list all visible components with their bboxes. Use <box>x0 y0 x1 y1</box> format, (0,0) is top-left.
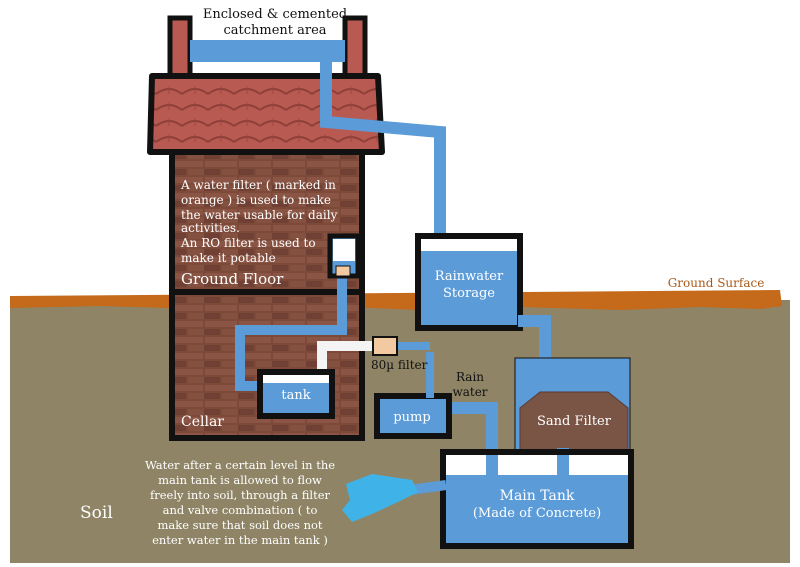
rain-water-label-line-1: Rain <box>456 370 484 384</box>
filter-note-line-1: A water filter ( marked in <box>180 178 336 192</box>
overflow-note-line-2: main tank is allowed to flow <box>158 473 322 487</box>
pipe-cellar-to-ground-floor <box>235 274 347 391</box>
main-tank-label-line-2: (Made of Concrete) <box>473 506 601 521</box>
pump-label: pump <box>393 410 430 425</box>
ground-floor-tank-air-gap <box>333 239 355 261</box>
soil-label: Soil <box>80 503 113 523</box>
filter-note-line-4: activities. <box>181 221 240 235</box>
overflow-note-line-4: and valve combination ( to <box>163 503 318 517</box>
soil-edge-right <box>790 300 800 563</box>
filter-note-line-3: the water usable for daily <box>181 208 338 222</box>
storage-air-gap <box>421 239 517 251</box>
rainwater-storage-label-line-2: Storage <box>443 286 495 301</box>
filter-note-line-5: An RO filter is used to <box>180 236 316 250</box>
overflow-note-line-1: Water after a certain level in the <box>145 458 335 472</box>
filter-note-line-2: orange ) is used to make <box>181 193 331 207</box>
pump-box <box>374 393 452 439</box>
overflow-note: Water after a certain level in the main … <box>145 458 335 547</box>
cellar-tank-air-gap <box>263 375 329 383</box>
rainwater-storage-label-line-1: Rainwater <box>435 269 504 284</box>
sand-filter-label: Sand Filter <box>537 414 612 429</box>
catchment-label-line-1: Enclosed & cemented <box>203 7 347 22</box>
main-tank-label-line-1: Main Tank <box>500 488 575 504</box>
soil-edge-left <box>0 300 10 563</box>
overflow-note-line-6: enter water in the main tank ) <box>152 533 328 547</box>
filter-note-line-6: make it potable <box>181 251 276 265</box>
rain-water-label-line-2: water <box>452 385 487 399</box>
overflow-note-line-3: freely into soil, through a filter <box>150 488 331 502</box>
ground-surface-label: Ground Surface <box>668 276 765 290</box>
ro-filter <box>335 265 351 277</box>
overflow-note-line-5: make sure that soil does not <box>157 518 322 532</box>
catchment-label-line-2: catchment area <box>223 23 326 38</box>
rainwater-storage-tank <box>415 233 523 331</box>
micron-filter-label: 80µ filter <box>371 358 428 372</box>
main-tank-air-gap <box>446 455 628 475</box>
pipe-storage-to-sand-filter <box>518 315 551 362</box>
tank-label: tank <box>281 388 310 403</box>
downpipe-to-storage <box>320 55 446 240</box>
micron-filter <box>372 336 398 356</box>
cellar-label: Cellar <box>181 414 224 430</box>
ground-floor-label: Ground Floor <box>181 270 284 288</box>
filter-note: A water filter ( marked in orange ) is u… <box>180 178 338 265</box>
overflow-splash <box>342 474 418 522</box>
roof <box>147 73 385 155</box>
catchment-water <box>190 40 345 62</box>
